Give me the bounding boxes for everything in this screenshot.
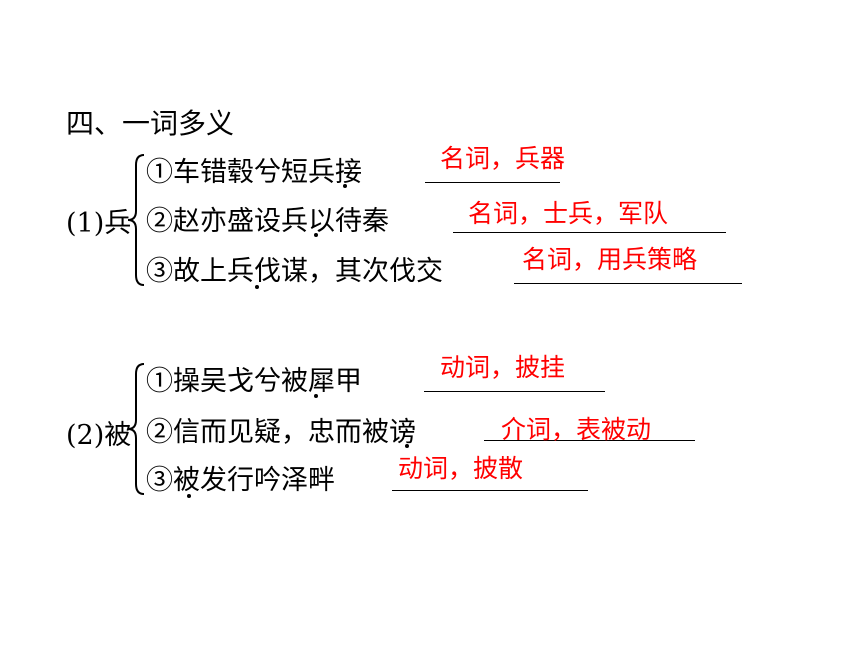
emphasis-dot bbox=[343, 184, 347, 188]
answer-line-1-1 bbox=[425, 182, 560, 183]
emphasis-dot bbox=[314, 233, 318, 237]
left-brace-icon bbox=[127, 363, 145, 495]
answer-line-2-2 bbox=[484, 440, 695, 441]
answer-1-3: 名词，用兵策略 bbox=[522, 245, 698, 274]
item-text-1-2: ②赵亦盛设兵以待秦 bbox=[146, 206, 389, 237]
emphasis-dot bbox=[255, 285, 259, 289]
section-heading: 四、一词多义 bbox=[66, 107, 235, 140]
answer-2-3: 动词，披散 bbox=[398, 454, 524, 483]
item-text-2-2: ②信而见疑，忠而被谤 bbox=[146, 417, 416, 448]
emphasis-dot bbox=[314, 394, 318, 398]
item-text-1-1: ①车错毂兮短兵接 bbox=[146, 157, 362, 188]
group-label-bei: (2)被 bbox=[66, 420, 132, 451]
item-text-1-3: ③故上兵伐谋，其次伐交 bbox=[146, 256, 443, 287]
answer-2-2: 介词，表被动 bbox=[501, 415, 652, 444]
left-brace-icon bbox=[127, 154, 145, 286]
item-text-2-1: ①操吴戈兮被犀甲 bbox=[146, 366, 362, 397]
answer-1-1: 名词，兵器 bbox=[440, 144, 566, 173]
emphasis-dot bbox=[187, 494, 191, 498]
group-label-bing: (1)兵 bbox=[66, 208, 132, 239]
answer-line-2-1 bbox=[424, 391, 605, 392]
answer-2-1: 动词，披挂 bbox=[440, 353, 566, 382]
item-text-2-3: ③被发行吟泽畔 bbox=[146, 465, 335, 496]
emphasis-dot bbox=[405, 444, 409, 448]
answer-line-2-3 bbox=[392, 490, 588, 491]
answer-line-1-3 bbox=[514, 283, 742, 284]
answer-line-1-2 bbox=[453, 232, 726, 233]
answer-1-2: 名词，士兵，军队 bbox=[468, 199, 669, 228]
